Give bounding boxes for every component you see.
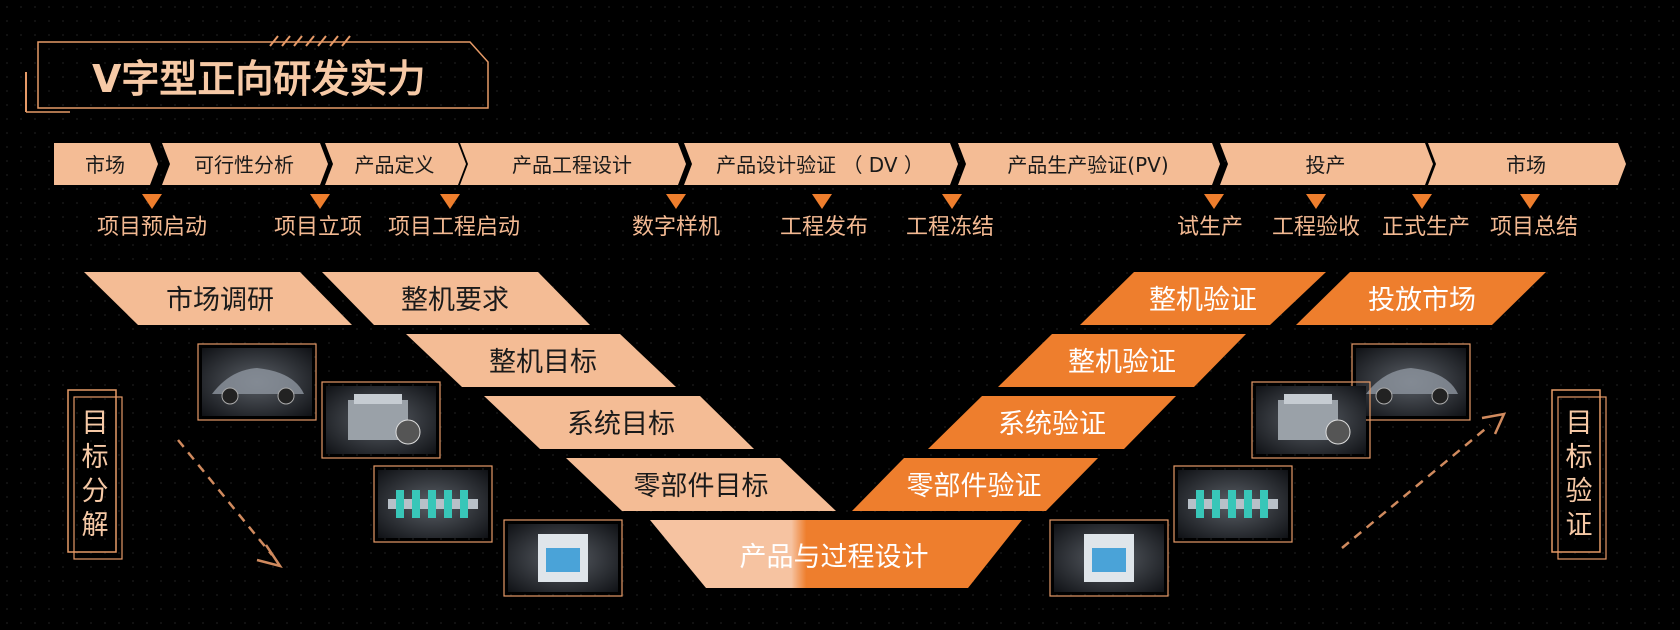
milestone-marker [440,194,460,209]
verify-arrowhead [1481,412,1507,435]
right-step-bar [928,396,1176,449]
right-step-bar [998,334,1246,387]
car-chassis-image [197,343,317,421]
side-label-char: 分 [82,476,109,507]
milestone-marker [942,194,962,209]
side-label-char: 标 [82,442,109,473]
milestone-marker [142,194,162,209]
phase-label: 产品生产验证(PV) [1007,153,1168,177]
phase-label: 投产 [1306,153,1346,177]
component-images [197,343,1471,597]
left-step-label: 整机要求 [401,285,509,316]
phase-chevron [958,143,1220,185]
phase-label: 产品设计验证 （ DV ） [716,153,924,177]
milestone-label: 正式生产 [1382,215,1470,240]
right-step-label: 整机验证 [1068,347,1176,378]
milestone-marker [1204,194,1224,209]
phase-band: 市场 可行性分析 产品定义 产品工程设计 产品设计验证 （ DV ） 产品生产验证(PV)… [54,143,1626,185]
side-label-char: 目 [1566,408,1593,439]
left-step-bar [406,334,676,387]
left-step-label: 市场调研 [166,285,274,316]
phase-label: 市场 [85,153,125,177]
milestone-marker [1306,194,1326,209]
decompose-arrow [177,439,273,556]
left-step-bar [484,396,754,449]
phase-label: 可行性分析 [194,153,294,177]
milestone-label: 项目工程启动 [388,215,520,240]
milestone-marker [1520,194,1540,209]
phase-label: 市场 [1506,153,1546,177]
phase-chevron [460,143,686,185]
verify-arrow [1341,424,1491,549]
crankshaft-image [1173,465,1293,543]
page-title: V字型正向研发实力 [92,57,425,101]
right-step-label: 系统验证 [998,409,1106,440]
bottom-step-bar [650,520,1022,588]
milestone-row: 项目预启动 项目立项 项目工程启动 数字样机 工程发布 工程冻结 试生产 工程验收正式生产项目… [97,194,1578,240]
left-step-label: 零部件目标 [634,471,769,502]
bottom-step-label: 产品与过程设计 [740,542,929,573]
right-step-label: 投放市场 [1368,285,1476,316]
phase-chevron [1428,143,1626,185]
engine-image [1251,381,1371,459]
milestone-marker [666,194,686,209]
engine-image [321,381,441,459]
left-step-bar [84,272,352,325]
right-step-bar [852,458,1098,511]
phase-label: 产品工程设计 [512,153,632,177]
phase-chevron [684,143,958,185]
milestone-label: 数字样机 [632,215,720,240]
right-step-bar [1296,272,1546,325]
milestone-marker [1412,194,1432,209]
milestone-label: 试生产 [1177,215,1243,240]
piston-image [503,519,623,597]
milestone-label: 工程冻结 [906,215,994,240]
side-label-char: 标 [1566,442,1593,473]
side-label-char: 验 [1566,476,1593,507]
phase-label: 产品定义 [355,153,435,177]
milestone-label: 项目总结 [1490,215,1578,240]
right-step-label: 整机验证 [1149,285,1257,316]
side-label-char: 目 [82,408,109,439]
v-steps: 市场调研整机要求整机目标系统目标零部件目标整机验证投放市场整机验证系统验证零部件… [84,272,1546,588]
milestone-marker [310,194,330,209]
title-frame: V字型正向研发实力 [25,35,489,113]
piston-image [1049,519,1169,597]
crankshaft-image [373,465,493,543]
car-chassis-image [1351,343,1471,421]
left-step-label: 整机目标 [489,347,597,378]
right-step-label: 零部件验证 [907,471,1042,502]
milestone-marker [812,194,832,209]
phase-chevron [1220,143,1433,185]
milestone-label: 项目预启动 [97,215,207,240]
phase-chevron [162,143,328,185]
milestone-label: 工程验收 [1272,215,1360,240]
decompose-arrowhead [256,544,283,569]
milestone-label: 工程发布 [780,215,868,240]
milestone-label: 项目立项 [274,215,362,240]
phase-chevron [325,143,466,185]
right-step-bar [1080,272,1326,325]
side-label-char: 解 [82,510,109,541]
phase-chevron [54,143,158,185]
left-step-label: 系统目标 [567,409,675,440]
side-label-char: 证 [1566,510,1593,541]
left-step-bar [566,458,836,511]
left-step-bar [322,272,590,325]
